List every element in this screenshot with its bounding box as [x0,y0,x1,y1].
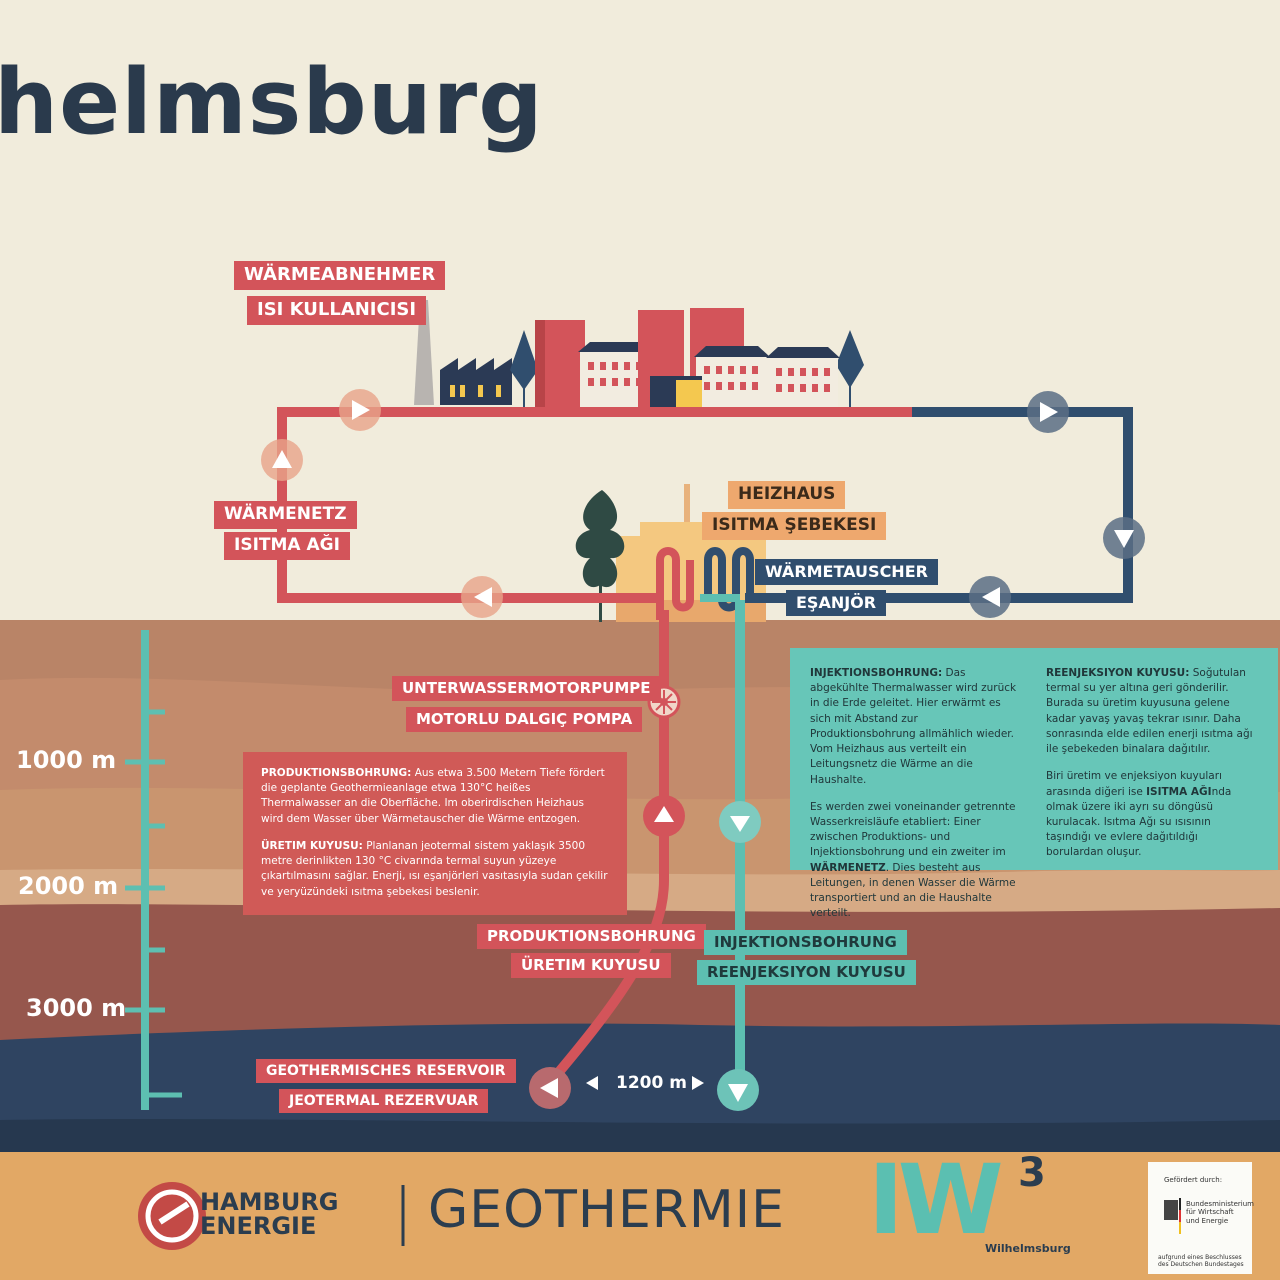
beschluss-text: aufgrund eines Beschlusses des Deutschen… [1158,1254,1244,1269]
iw3-logo: IW [868,1144,1004,1256]
label-reenjeksiyon-kuyusu: REENJEKSIYON KUYUSU [697,960,916,986]
depth-label-2000: 2000 m [18,872,119,900]
flow-arrow-icon [1103,517,1145,559]
energie-text: ENERGIE [200,1212,317,1240]
factory [440,358,512,405]
hamburg-energie-logo-icon [138,1182,206,1250]
injection-tr-body2a: Biri üretim ve enjeksiyon kuyuları arası… [1046,770,1222,798]
heizhaus-chimney [684,484,690,524]
reservoir-deep-layer [0,1118,1280,1160]
label-waermetauscher: WÄRMETAUSCHER [755,559,938,586]
label-rezervuar: JEOTERMAL REZERVUAR [279,1089,489,1114]
exchanger-coil-cold [704,547,754,612]
production-de-head: PRODUKTIONSBOHRUNG: [261,767,412,779]
flow-arrow-icon [339,389,381,431]
production-tr-body: Planlanan jeotermal sistem yaklaşık 3500… [261,839,608,898]
injection-tr-head: REENJEKSIYON KUYUSU: [1046,667,1190,679]
label-isitma-sebekesi: ISITMA ŞEBEKESI [702,512,887,540]
label-isitma-agi: ISITMA AĞI [224,532,350,560]
footer-layer [0,1152,1280,1280]
chimney [414,300,434,405]
injection-de-bold: WÄRMENETZ [810,861,886,874]
injection-tr-bold: ISITMA AĞI [1146,785,1212,798]
injection-de-body2a: Es werden zwei voneinander getrennte Was… [810,800,1016,859]
flow-arrow-icon [719,801,761,843]
depth-label-3000: 3000 m [26,994,127,1022]
label-pompa: MOTORLU DALGIÇ POMPA [406,707,643,733]
flow-arrow-icon [461,576,503,618]
production-info-box: PRODUKTIONSBOHRUNG: Aus etwa 3.500 Meter… [243,752,627,915]
eagle-emblem-icon [1164,1198,1181,1234]
label-pumpe: UNTERWASSERMOTORPUMPE [392,676,661,702]
geothermie-wordmark: GEOTHERMIE [428,1180,785,1240]
right-arrow-icon [692,1076,704,1090]
bmwi-sponsor-badge: Gefördert durch: Bundesministerium für W… [1148,1162,1254,1274]
injection-de-body2b: . Dies besteht aus Leitungen, in denen W… [810,861,1016,920]
injection-tr-body2b: nda olmak üzere iki ayrı su döngüsü kuru… [1046,785,1232,859]
production-tr-head: ÜRETIM KUYUSU: [261,839,363,852]
gefoerdert-text: Gefördert durch: [1164,1176,1223,1184]
flow-arrow-icon [717,1069,759,1111]
injection-tr-body1: Soğutulan termal su yer altına geri gönd… [1046,667,1253,756]
hamburg-text: HAMBURG [200,1188,339,1216]
flow-arrow-icon [261,439,303,481]
ministry-text: Bundesministerium für Wirtschaft und Ene… [1186,1200,1254,1225]
injection-de-column: INJEKTIONSBOHRUNG: Das abgekühlte Therma… [810,666,1022,919]
iw3-subtitle: Wilhelmsburg [985,1242,1071,1255]
building [768,358,838,408]
left-arrow-icon [586,1076,598,1090]
flow-arrow-icon [1027,391,1069,433]
label-heizhaus: HEIZHAUS [728,481,846,509]
label-waermeabnehmer: WÄRMEABNEHMER [234,261,446,290]
flow-arrow-icon [969,576,1011,618]
page-title: helmsburg [0,50,544,155]
injection-info-box: INJEKTIONSBOHRUNG: Das abgekühlte Therma… [790,648,1278,919]
label-reservoir: GEOTHERMISCHES RESERVOIR [256,1059,516,1084]
flow-arrow-icon [529,1067,571,1109]
injection-tr-column: REENJEKSIYON KUYUSU: Soğutulan termal su… [1046,666,1258,858]
hamburg-energie-wordmark: HAMBURG ENERGIE [200,1190,339,1238]
tree-icon [836,330,864,388]
label-esanjor: EŞANJÖR [786,590,887,617]
distance-label: 1200 m [616,1073,687,1093]
oak-tree-icon [575,490,625,588]
tree-icon [510,330,538,390]
injection-de-body1: Das abgekühlte Thermalwasser wird zurück… [810,667,1017,786]
production-de-body: Aus etwa 3.500 Metern Tiefe fördert die … [261,767,605,825]
depth-label-1000: 1000 m [16,746,117,774]
label-isi-kullanicisi: ISI KULLANICISI [247,296,427,325]
label-uretim-kuyusu: ÜRETIM KUYUSU [511,953,671,979]
label-injektionsbohrung: INJEKTIONSBOHRUNG [704,930,907,956]
iw3-superscript: 3 [1018,1150,1046,1196]
injection-de-head: INJEKTIONSBOHRUNG: [810,667,943,679]
exchanger-coil-hot [656,547,694,620]
label-produktionsbohrung: PRODUKTIONSBOHRUNG [477,924,706,950]
label-waermenetz: WÄRMENETZ [214,501,357,529]
heat-network-return-pipe [745,407,1133,603]
flow-arrow-icon [643,795,685,837]
